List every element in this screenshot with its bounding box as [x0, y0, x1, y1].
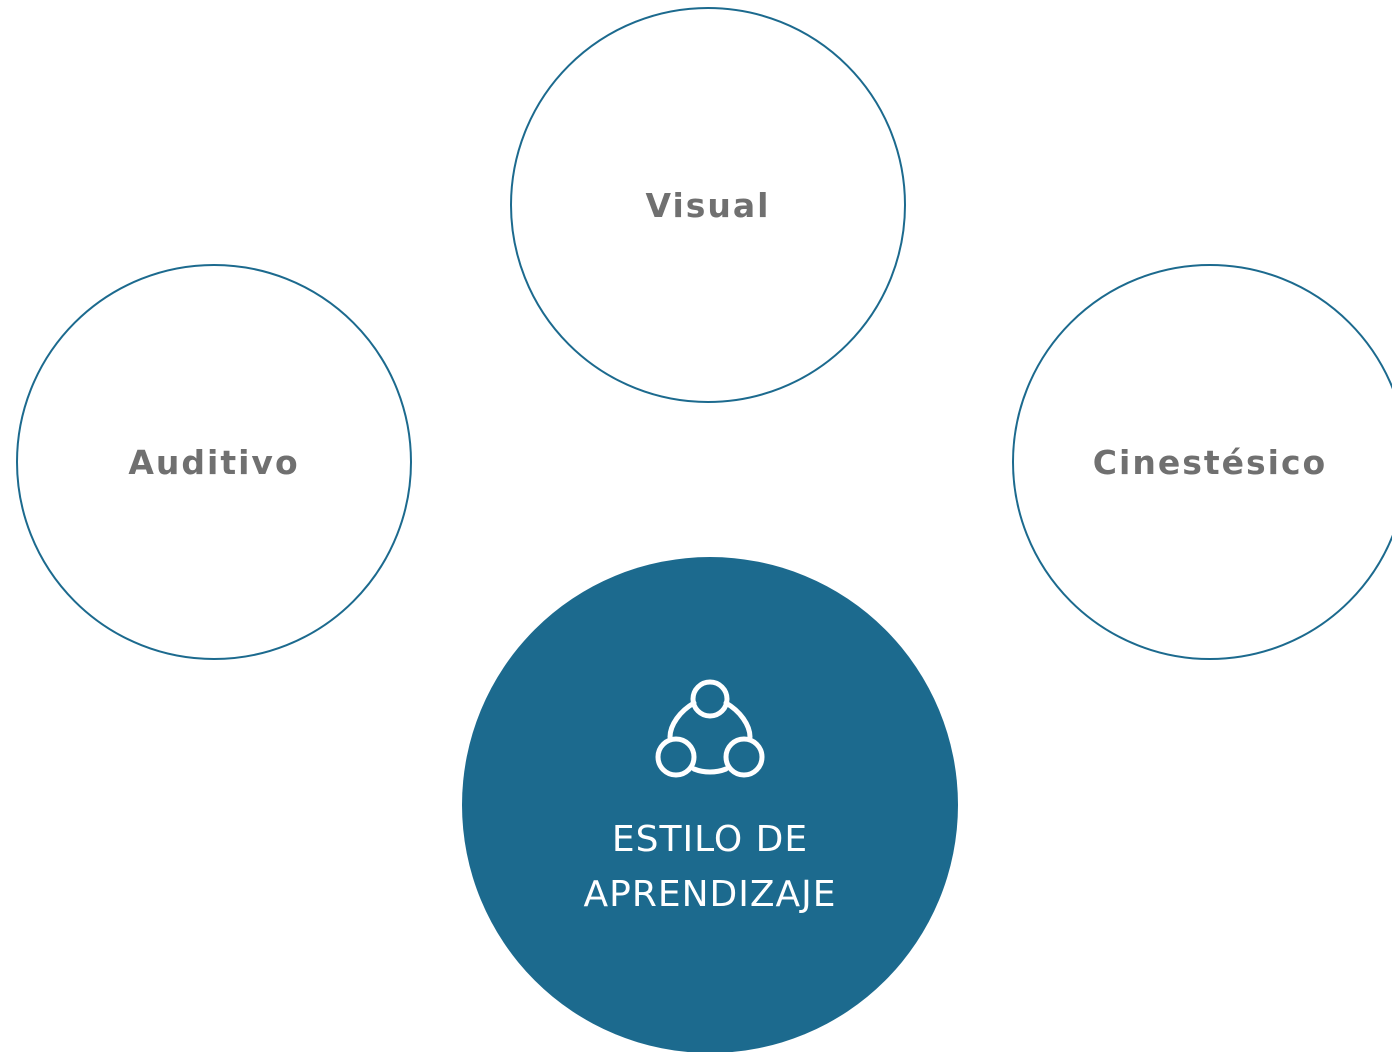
- group-of-three-circles-icon: [655, 679, 765, 778]
- node-auditivo: Auditivo: [16, 264, 412, 660]
- center-node: [462, 557, 958, 1052]
- node-auditivo-label: Auditivo: [128, 442, 300, 482]
- node-visual: Visual: [510, 7, 906, 403]
- center-title: ESTILO DE APRENDIZAJE: [462, 812, 958, 922]
- node-cinestesico: Cinestésico: [1012, 264, 1392, 660]
- node-cinestesico-label: Cinestésico: [1092, 442, 1328, 482]
- center-title-line-1: ESTILO DE: [611, 819, 809, 860]
- center-title-line-2: APRENDIZAJE: [583, 874, 837, 915]
- node-visual-label: Visual: [645, 185, 771, 225]
